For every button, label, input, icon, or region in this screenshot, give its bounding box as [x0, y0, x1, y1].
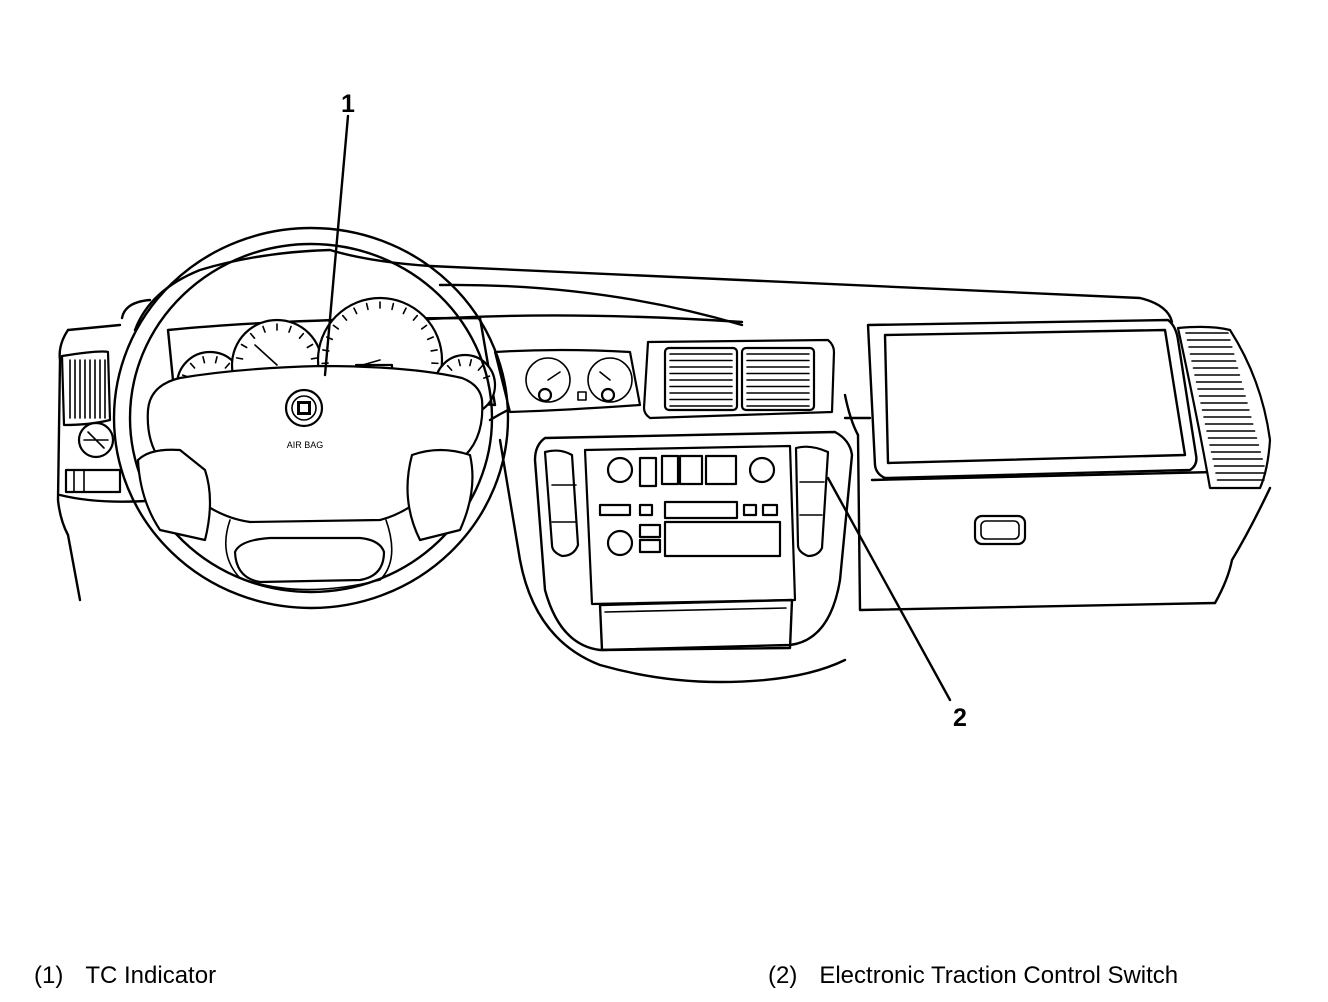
right-air-vent: [1176, 325, 1272, 490]
glove-box: [866, 318, 1217, 546]
center-air-vents: [642, 338, 836, 420]
legend-item-1-label: TC Indicator: [85, 962, 217, 989]
airbag-label: AIR BAG: [287, 440, 324, 450]
callout-leaders: [323, 114, 952, 702]
center-console: [533, 430, 854, 652]
auxiliary-gauges: [493, 348, 642, 414]
dash-top-outline: [120, 248, 1174, 332]
legend-item-2-label: Electronic Traction Control Switch: [819, 962, 1179, 989]
left-air-vent: [60, 350, 122, 494]
callout-1-number: 1: [341, 90, 355, 118]
legend-item-1-number: (1): [34, 962, 64, 989]
legend-item-1: (1) TC Indicator: [34, 962, 216, 990]
legend-item-2-number: (2): [768, 962, 798, 989]
legend-item-2: (2) Electronic Traction Control Switch: [768, 962, 1178, 990]
steering-wheel: AIR BAG: [112, 226, 510, 610]
callout-2-number: 2: [953, 704, 967, 732]
